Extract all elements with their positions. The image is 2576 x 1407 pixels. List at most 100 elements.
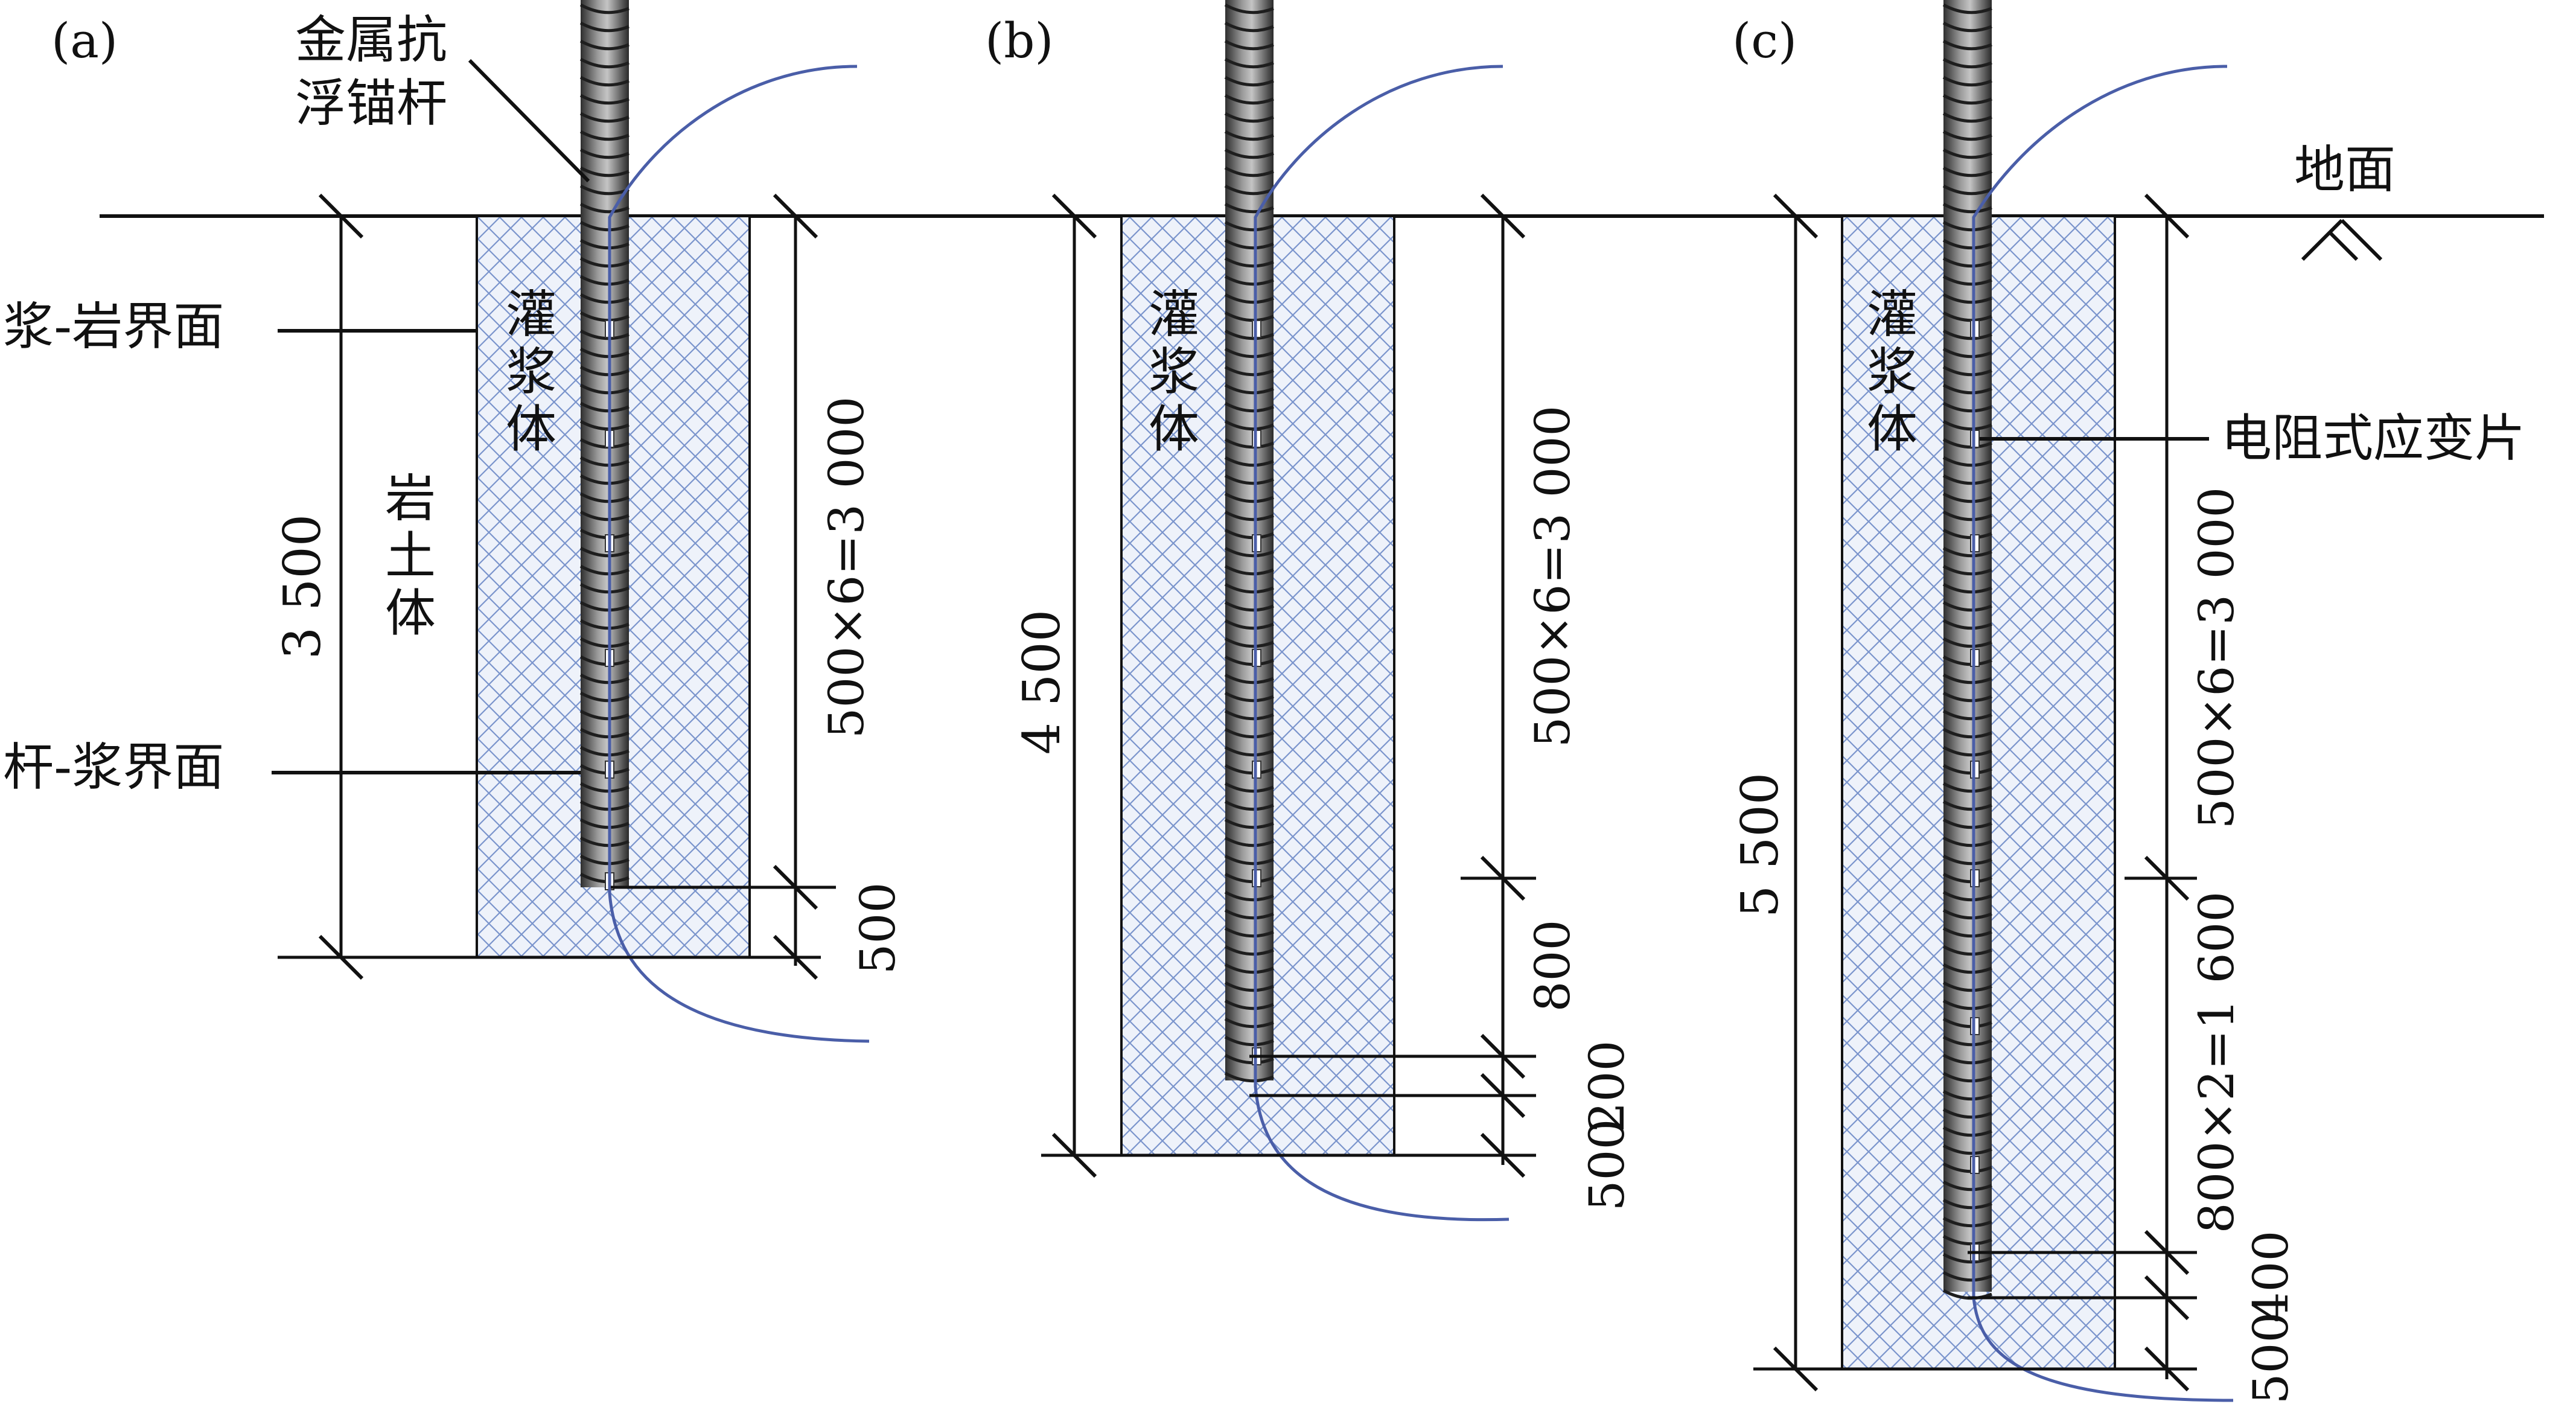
bar-ridge: [579, 510, 630, 522]
grout-label-a-3: 体: [506, 400, 556, 459]
bar-ridge: [1224, 112, 1274, 123]
panel-b: (b) 4 500 500×6=3 000 800 200 500 灌 浆 体: [985, 0, 1635, 1222]
bar-ridge: [579, 3, 630, 14]
bar-ridge: [1224, 75, 1274, 87]
bar-ridge: [579, 582, 630, 594]
panel-label-a: (a): [51, 13, 118, 69]
bar-ridge: [1224, 474, 1274, 485]
bar-ridge: [1942, 709, 1992, 721]
bar-ridge: [1942, 1071, 1992, 1083]
bar-ridge: [579, 745, 630, 757]
bar-ridges-b: [1224, 3, 1274, 1083]
bar-ridge: [1224, 908, 1274, 920]
bar-ridge: [1224, 782, 1274, 793]
bar-ridge: [1942, 1180, 1992, 1192]
bar-ridge: [1942, 420, 1992, 431]
grout-label-b-1: 灌: [1149, 285, 1199, 344]
bar-ridge: [1224, 963, 1274, 974]
grout-label-c-3: 体: [1867, 400, 1918, 459]
grout-label-c-2: 浆: [1867, 342, 1918, 401]
bar-ridges-c: [1942, 3, 1992, 1300]
bar-ridge: [1942, 564, 1992, 576]
bar-ridge: [1224, 945, 1274, 956]
panel-c: (c) 5 500 500×6=3 000 800×2=1 600 400 50…: [1730, 0, 2525, 1404]
dim-bottom-c-3: 500: [2243, 1312, 2299, 1404]
ground-symbol-icon: [2301, 219, 2383, 261]
bar-ridge: [1942, 945, 1992, 956]
bar-ridge: [1224, 365, 1274, 377]
bar-ridge: [1942, 456, 1992, 467]
bar-ridge: [1942, 546, 1992, 558]
bar-ridge: [1942, 1271, 1992, 1282]
bar-ridge: [1224, 800, 1274, 811]
dim-bottom-c-2: 400: [2243, 1231, 2299, 1323]
dim-tick: [1773, 193, 1819, 239]
bar-ridge: [1942, 293, 1992, 304]
bar-ridge: [579, 57, 630, 69]
bar-ridge: [1224, 981, 1274, 992]
bar-ridge: [1942, 999, 1992, 1010]
dim-tick: [318, 193, 364, 239]
bar-ridge: [1942, 311, 1992, 322]
bar-ridge: [579, 39, 630, 51]
bar-ridge: [1942, 202, 1992, 214]
bar-ridge: [1942, 57, 1992, 69]
bar-ridge: [1942, 872, 1992, 884]
bar-ridge: [1942, 1035, 1992, 1047]
bar-ridge: [1224, 311, 1274, 322]
dim-tick: [2144, 193, 2190, 239]
bar-ridge: [1942, 347, 1992, 359]
bar-ridge: [1942, 981, 1992, 992]
bar-ridge: [1224, 148, 1274, 159]
bar-ridge: [1942, 818, 1992, 829]
bar-ridge: [579, 238, 630, 250]
bar-ridge: [1224, 347, 1274, 359]
bar-ridge: [1224, 275, 1274, 286]
bar-ridge: [1942, 782, 1992, 793]
bar-ridge: [1224, 836, 1274, 847]
bar-ridge: [1942, 1198, 1992, 1210]
grout-label-c-1: 灌: [1867, 285, 1918, 344]
bar-ridge: [1224, 528, 1274, 540]
dim-gauge-a: 500×6=3 000: [818, 397, 875, 739]
bar-ridge: [579, 782, 630, 793]
bar-ridge: [1942, 1108, 1992, 1119]
bar-ridge: [579, 202, 630, 214]
anchor-label-2: 浮锚杆: [295, 74, 447, 133]
bar-ridge: [1224, 3, 1274, 14]
dim-total-a: 3 500: [273, 514, 332, 659]
bar-ridge: [1224, 890, 1274, 902]
bar-ridge: [1224, 1035, 1274, 1047]
bar-ridge: [579, 673, 630, 684]
bar-ridge: [579, 637, 630, 648]
bar-ridge: [1942, 582, 1992, 594]
bar-ridge: [579, 383, 630, 395]
bar-ridge: [579, 257, 630, 268]
bar-ridge: [1224, 456, 1274, 467]
bar-ridge: [1224, 691, 1274, 703]
bar-ridge: [1942, 1053, 1992, 1065]
bar-ridge: [1224, 202, 1274, 214]
bar-ridge: [1224, 166, 1274, 177]
bar-ridge: [579, 275, 630, 286]
panel-a: (a) 3 500 500×6=3 000 500 灌 浆 体 岩 土 体 金属…: [3, 0, 906, 1043]
bar-ridge: [1942, 908, 1992, 920]
bar-ridge: [1224, 818, 1274, 829]
bar-ridge: [1942, 963, 1992, 974]
bar-ridge: [1942, 238, 1992, 250]
bar-ridge: [1942, 492, 1992, 503]
bar-ridge: [579, 166, 630, 177]
bar-ridge: [1224, 257, 1274, 268]
bar-ridge: [1224, 94, 1274, 105]
bar-ridge: [1942, 1216, 1992, 1228]
bar-ridge: [1942, 112, 1992, 123]
bar-ridge: [1942, 220, 1992, 232]
bar-ridge: [1224, 601, 1274, 612]
rock-soil-label-1: 岩: [385, 469, 436, 528]
bar-ridge: [1224, 57, 1274, 69]
bar-ridge: [1942, 148, 1992, 159]
bar-ridge: [1224, 184, 1274, 196]
bar-ridge: [579, 727, 630, 739]
bar-ridge: [1942, 764, 1992, 775]
